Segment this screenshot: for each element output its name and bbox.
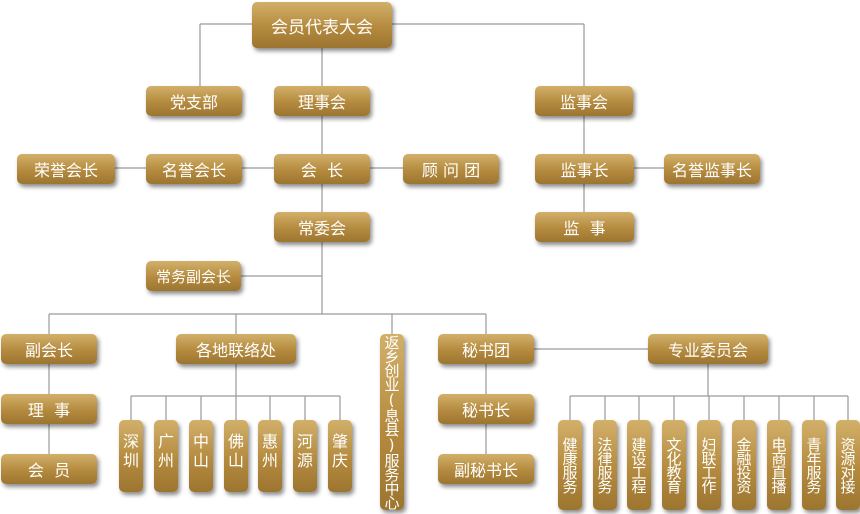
liaison-office-zhaoqing: 肇庆	[328, 420, 352, 492]
node-honorary-chief-supervisor: 名誉监事长	[664, 154, 760, 184]
liaison-office-heyuan: 河源	[293, 420, 317, 492]
node-deputy-secretary-general: 副秘书长	[438, 454, 534, 484]
node-secretariat: 秘书团	[438, 334, 534, 364]
liaison-office-foshan: 佛山	[224, 420, 248, 492]
node-secretary-general: 秘书长	[438, 394, 534, 424]
liaison-office-guangzhou: 广州	[154, 420, 178, 492]
committee-womens-federation: 妇联工作	[697, 420, 721, 510]
committee-construction: 建设工程	[627, 420, 651, 510]
node-president: 会 长	[274, 154, 370, 184]
committee-culture-education: 文化教育	[662, 420, 686, 510]
node-party-branch: 党支部	[146, 86, 242, 116]
committee-youth: 青年服务	[802, 420, 826, 510]
committee-ecommerce-live: 电商直播	[767, 420, 791, 510]
node-local-liaison: 各地联络处	[176, 334, 296, 364]
committee-legal: 法律服务	[593, 420, 617, 510]
committee-resources: 资源对接	[836, 420, 860, 510]
node-congress: 会员代表大会	[252, 2, 392, 48]
node-advisory-group: 顾 问 团	[403, 154, 499, 184]
node-return-home-center: 返乡创业(息县)服务中心	[380, 334, 404, 510]
node-emeritus-president: 名誉会长	[146, 154, 242, 184]
liaison-office-shenzhen: 深圳	[119, 420, 143, 492]
node-standing-committee: 常委会	[274, 212, 370, 242]
node-member: 会 员	[1, 454, 97, 484]
liaison-office-huizhou: 惠州	[258, 420, 282, 492]
committee-health: 健康服务	[558, 420, 582, 510]
node-honorary-president: 荣誉会长	[17, 154, 115, 184]
node-special-committees: 专业委员会	[648, 334, 768, 364]
node-executive-vp: 常务副会长	[146, 261, 241, 291]
node-supervisor: 监 事	[535, 212, 634, 242]
node-chief-supervisor: 监事长	[535, 154, 634, 184]
node-council: 理事会	[274, 86, 370, 116]
liaison-office-zhongshan: 中山	[189, 420, 213, 492]
node-vice-president: 副会长	[1, 334, 97, 364]
node-director: 理 事	[1, 394, 97, 424]
node-supervisory-board: 监事会	[535, 86, 633, 116]
committee-finance: 金融投资	[732, 420, 756, 510]
